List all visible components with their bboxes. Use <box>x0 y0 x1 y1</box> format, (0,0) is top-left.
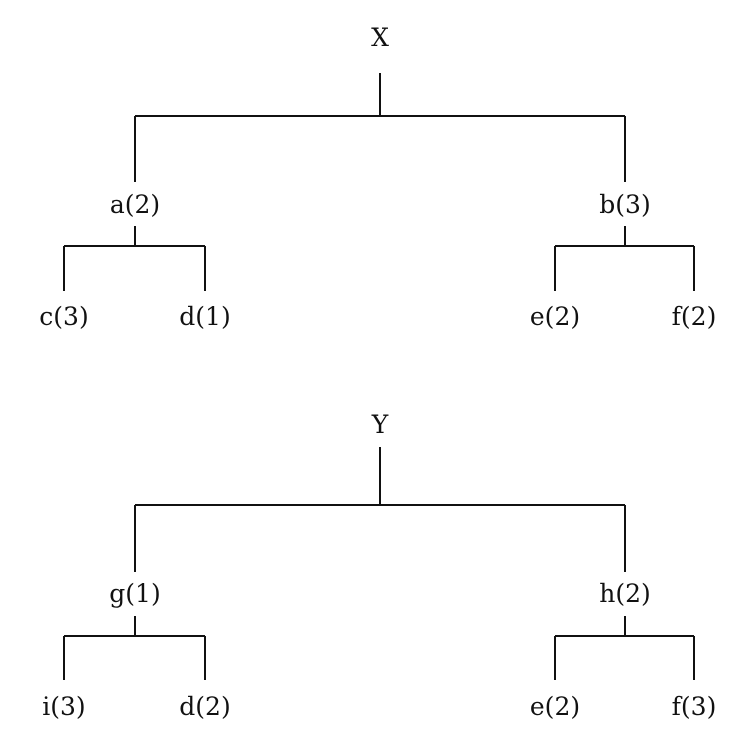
tree-y: Y g(1) h(2) i(3) d(2) e(2) f(3) <box>42 410 716 721</box>
node-root-y: Y <box>371 410 389 439</box>
node-f-x: f(2) <box>672 302 717 331</box>
node-g: g(1) <box>109 579 160 608</box>
node-f-y: f(3) <box>672 692 717 721</box>
node-b: b(3) <box>599 190 650 219</box>
node-e-x: e(2) <box>530 302 580 331</box>
node-a: a(2) <box>110 190 160 219</box>
node-d-x: d(1) <box>179 302 230 331</box>
node-d-y: d(2) <box>179 692 230 721</box>
node-h: h(2) <box>599 579 651 608</box>
tree-x: X a(2) b(3) c(3) d(1) e(2) f(2) <box>39 23 716 331</box>
node-e-y: e(2) <box>530 692 580 721</box>
node-root-x: X <box>371 23 389 52</box>
node-i: i(3) <box>42 692 85 721</box>
node-c: c(3) <box>39 302 88 331</box>
